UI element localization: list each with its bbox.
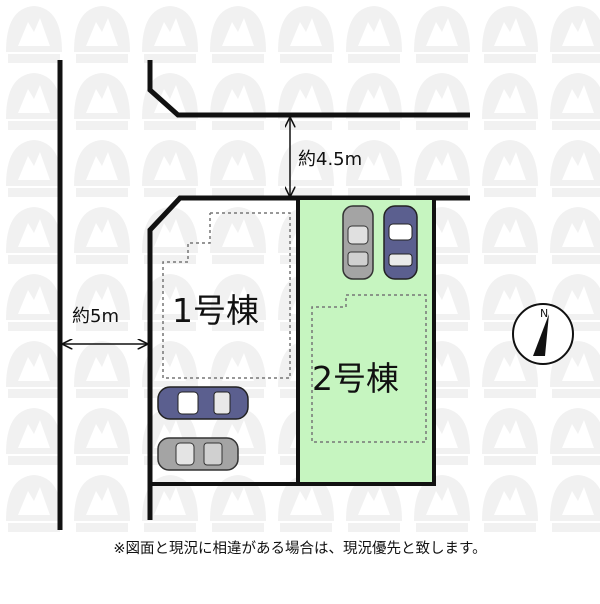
lot2-building-footprint bbox=[311, 294, 427, 443]
left-road-width-label: 約5m bbox=[72, 306, 119, 327]
car-blue-lot1 bbox=[157, 386, 249, 420]
compass-icon: N bbox=[512, 303, 574, 365]
lot1-boundary bbox=[147, 195, 300, 520]
lot1-building-footprint bbox=[162, 212, 291, 379]
top-road-width-label: 約4.5m bbox=[298, 149, 362, 170]
car-blue-lot2 bbox=[383, 205, 418, 280]
lot1-label: 1号棟 bbox=[172, 291, 259, 330]
car-gray-lot1 bbox=[157, 437, 239, 471]
compass-north-label: N bbox=[540, 307, 548, 320]
lot2-label: 2号棟 bbox=[312, 359, 399, 398]
car-gray-lot2 bbox=[342, 205, 374, 280]
top-road-edge-line bbox=[147, 60, 470, 118]
disclaimer-text: ※図面と現況に相違がある場合は、現況優先と致します。 bbox=[113, 540, 486, 557]
